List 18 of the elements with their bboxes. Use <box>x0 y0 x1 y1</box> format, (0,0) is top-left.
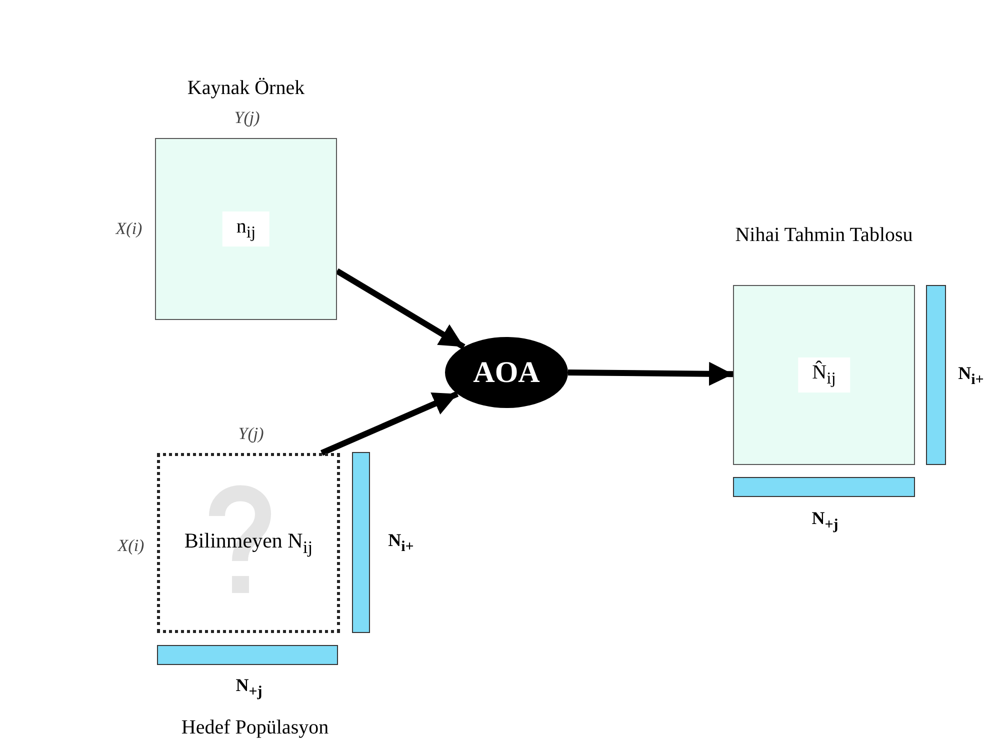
axis-label: Y(j) <box>238 424 264 444</box>
table-heading: Nihai Tahmin Tablosu <box>735 224 913 247</box>
table-heading: Hedef Popülasyon <box>181 716 329 740</box>
arrow <box>568 362 734 386</box>
total-label: N$_{i+}$ <box>388 530 414 556</box>
total-label: N$_{+j}$ <box>812 508 838 534</box>
total-label: N$_{+j}$ <box>236 675 262 701</box>
total-label: N$_{i+}$ <box>958 363 984 389</box>
cell-symbol: n$_{ij}$ <box>222 212 270 246</box>
axis-label: Y(j) <box>234 108 260 128</box>
table-heading: Kaynak Örnek <box>187 77 305 100</box>
axis-label: X(i) <box>118 536 144 556</box>
method-label: AOA <box>473 356 540 390</box>
axis-label: X(i) <box>116 219 142 239</box>
cell-symbol: N̂$_{ij}$ <box>798 358 850 392</box>
arrow <box>335 268 466 350</box>
cell-text: Bilinmeyen N$_{ij}$ <box>184 528 314 559</box>
arrow <box>320 391 459 456</box>
